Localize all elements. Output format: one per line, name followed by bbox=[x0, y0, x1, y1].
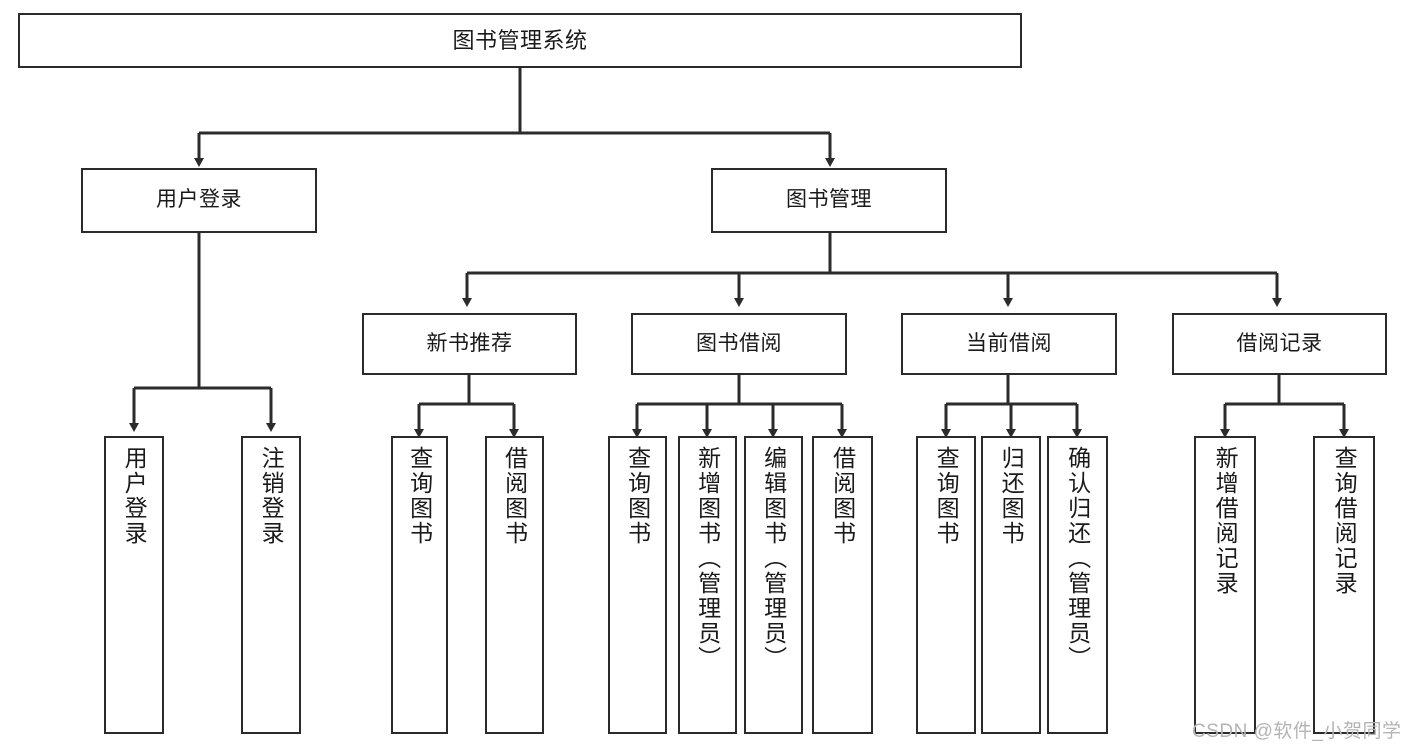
node-label: 当前借阅 bbox=[966, 331, 1052, 355]
node-user-login[interactable]: 用户登录 bbox=[81, 168, 317, 233]
node-root-book-management-system[interactable]: 图书管理系统 bbox=[18, 13, 1022, 68]
node-new-book-recommend[interactable]: 新书推荐 bbox=[362, 313, 577, 375]
node-label: 归还图书 bbox=[998, 446, 1025, 546]
leaf-user-login-logout[interactable]: 注销登录 bbox=[241, 436, 301, 734]
node-label: 注销登录 bbox=[258, 446, 285, 546]
leaf-current-borrow-query-book[interactable]: 查询图书 bbox=[916, 436, 976, 734]
leaf-book-borrow-add-book-admin[interactable]: 新增图书（管理员） bbox=[678, 436, 737, 734]
leaf-book-borrow-query-book[interactable]: 查询图书 bbox=[608, 436, 667, 734]
node-borrow-records[interactable]: 借阅记录 bbox=[1172, 313, 1387, 375]
leaf-user-login-login[interactable]: 用户登录 bbox=[104, 436, 164, 734]
node-label: 新书推荐 bbox=[426, 331, 513, 355]
node-label: 借阅图书 bbox=[501, 446, 528, 546]
leaf-new-book-query-book[interactable]: 查询图书 bbox=[391, 436, 448, 734]
leaf-borrow-records-add-record[interactable]: 新增借阅记录 bbox=[1194, 436, 1256, 734]
node-label: 图书管理系统 bbox=[452, 27, 588, 53]
node-label: 查询图书 bbox=[933, 446, 960, 546]
leaf-new-book-borrow-book[interactable]: 借阅图书 bbox=[485, 436, 544, 734]
leaf-current-borrow-return-book[interactable]: 归还图书 bbox=[981, 436, 1041, 734]
node-label: 图书借阅 bbox=[696, 331, 782, 355]
node-current-borrow[interactable]: 当前借阅 bbox=[901, 313, 1117, 375]
node-label: 查询图书 bbox=[406, 446, 433, 546]
leaf-current-borrow-confirm-return-admin[interactable]: 确认归还（管理员） bbox=[1047, 436, 1108, 734]
node-label: 新增图书（管理员） bbox=[694, 446, 721, 671]
node-label: 借阅记录 bbox=[1236, 331, 1323, 355]
node-book-management[interactable]: 图书管理 bbox=[711, 168, 947, 233]
node-book-borrow[interactable]: 图书借阅 bbox=[631, 313, 847, 375]
node-label: 借阅图书 bbox=[829, 446, 856, 546]
node-label: 查询借阅记录 bbox=[1331, 446, 1358, 596]
node-label: 图书管理 bbox=[786, 188, 872, 212]
leaf-book-borrow-borrow-book[interactable]: 借阅图书 bbox=[812, 436, 873, 734]
node-label: 用户登录 bbox=[121, 446, 148, 546]
node-label: 查询图书 bbox=[624, 446, 651, 546]
node-label: 新增借阅记录 bbox=[1212, 446, 1239, 596]
node-label: 编辑图书（管理员） bbox=[760, 446, 787, 671]
csdn-watermark: CSDN @软件_小贺同学 bbox=[1192, 721, 1402, 742]
node-label: 确认归还（管理员） bbox=[1064, 446, 1091, 671]
leaf-borrow-records-query-record[interactable]: 查询借阅记录 bbox=[1313, 436, 1375, 734]
node-label: 用户登录 bbox=[156, 188, 242, 212]
leaf-book-borrow-edit-book-admin[interactable]: 编辑图书（管理员） bbox=[744, 436, 803, 734]
